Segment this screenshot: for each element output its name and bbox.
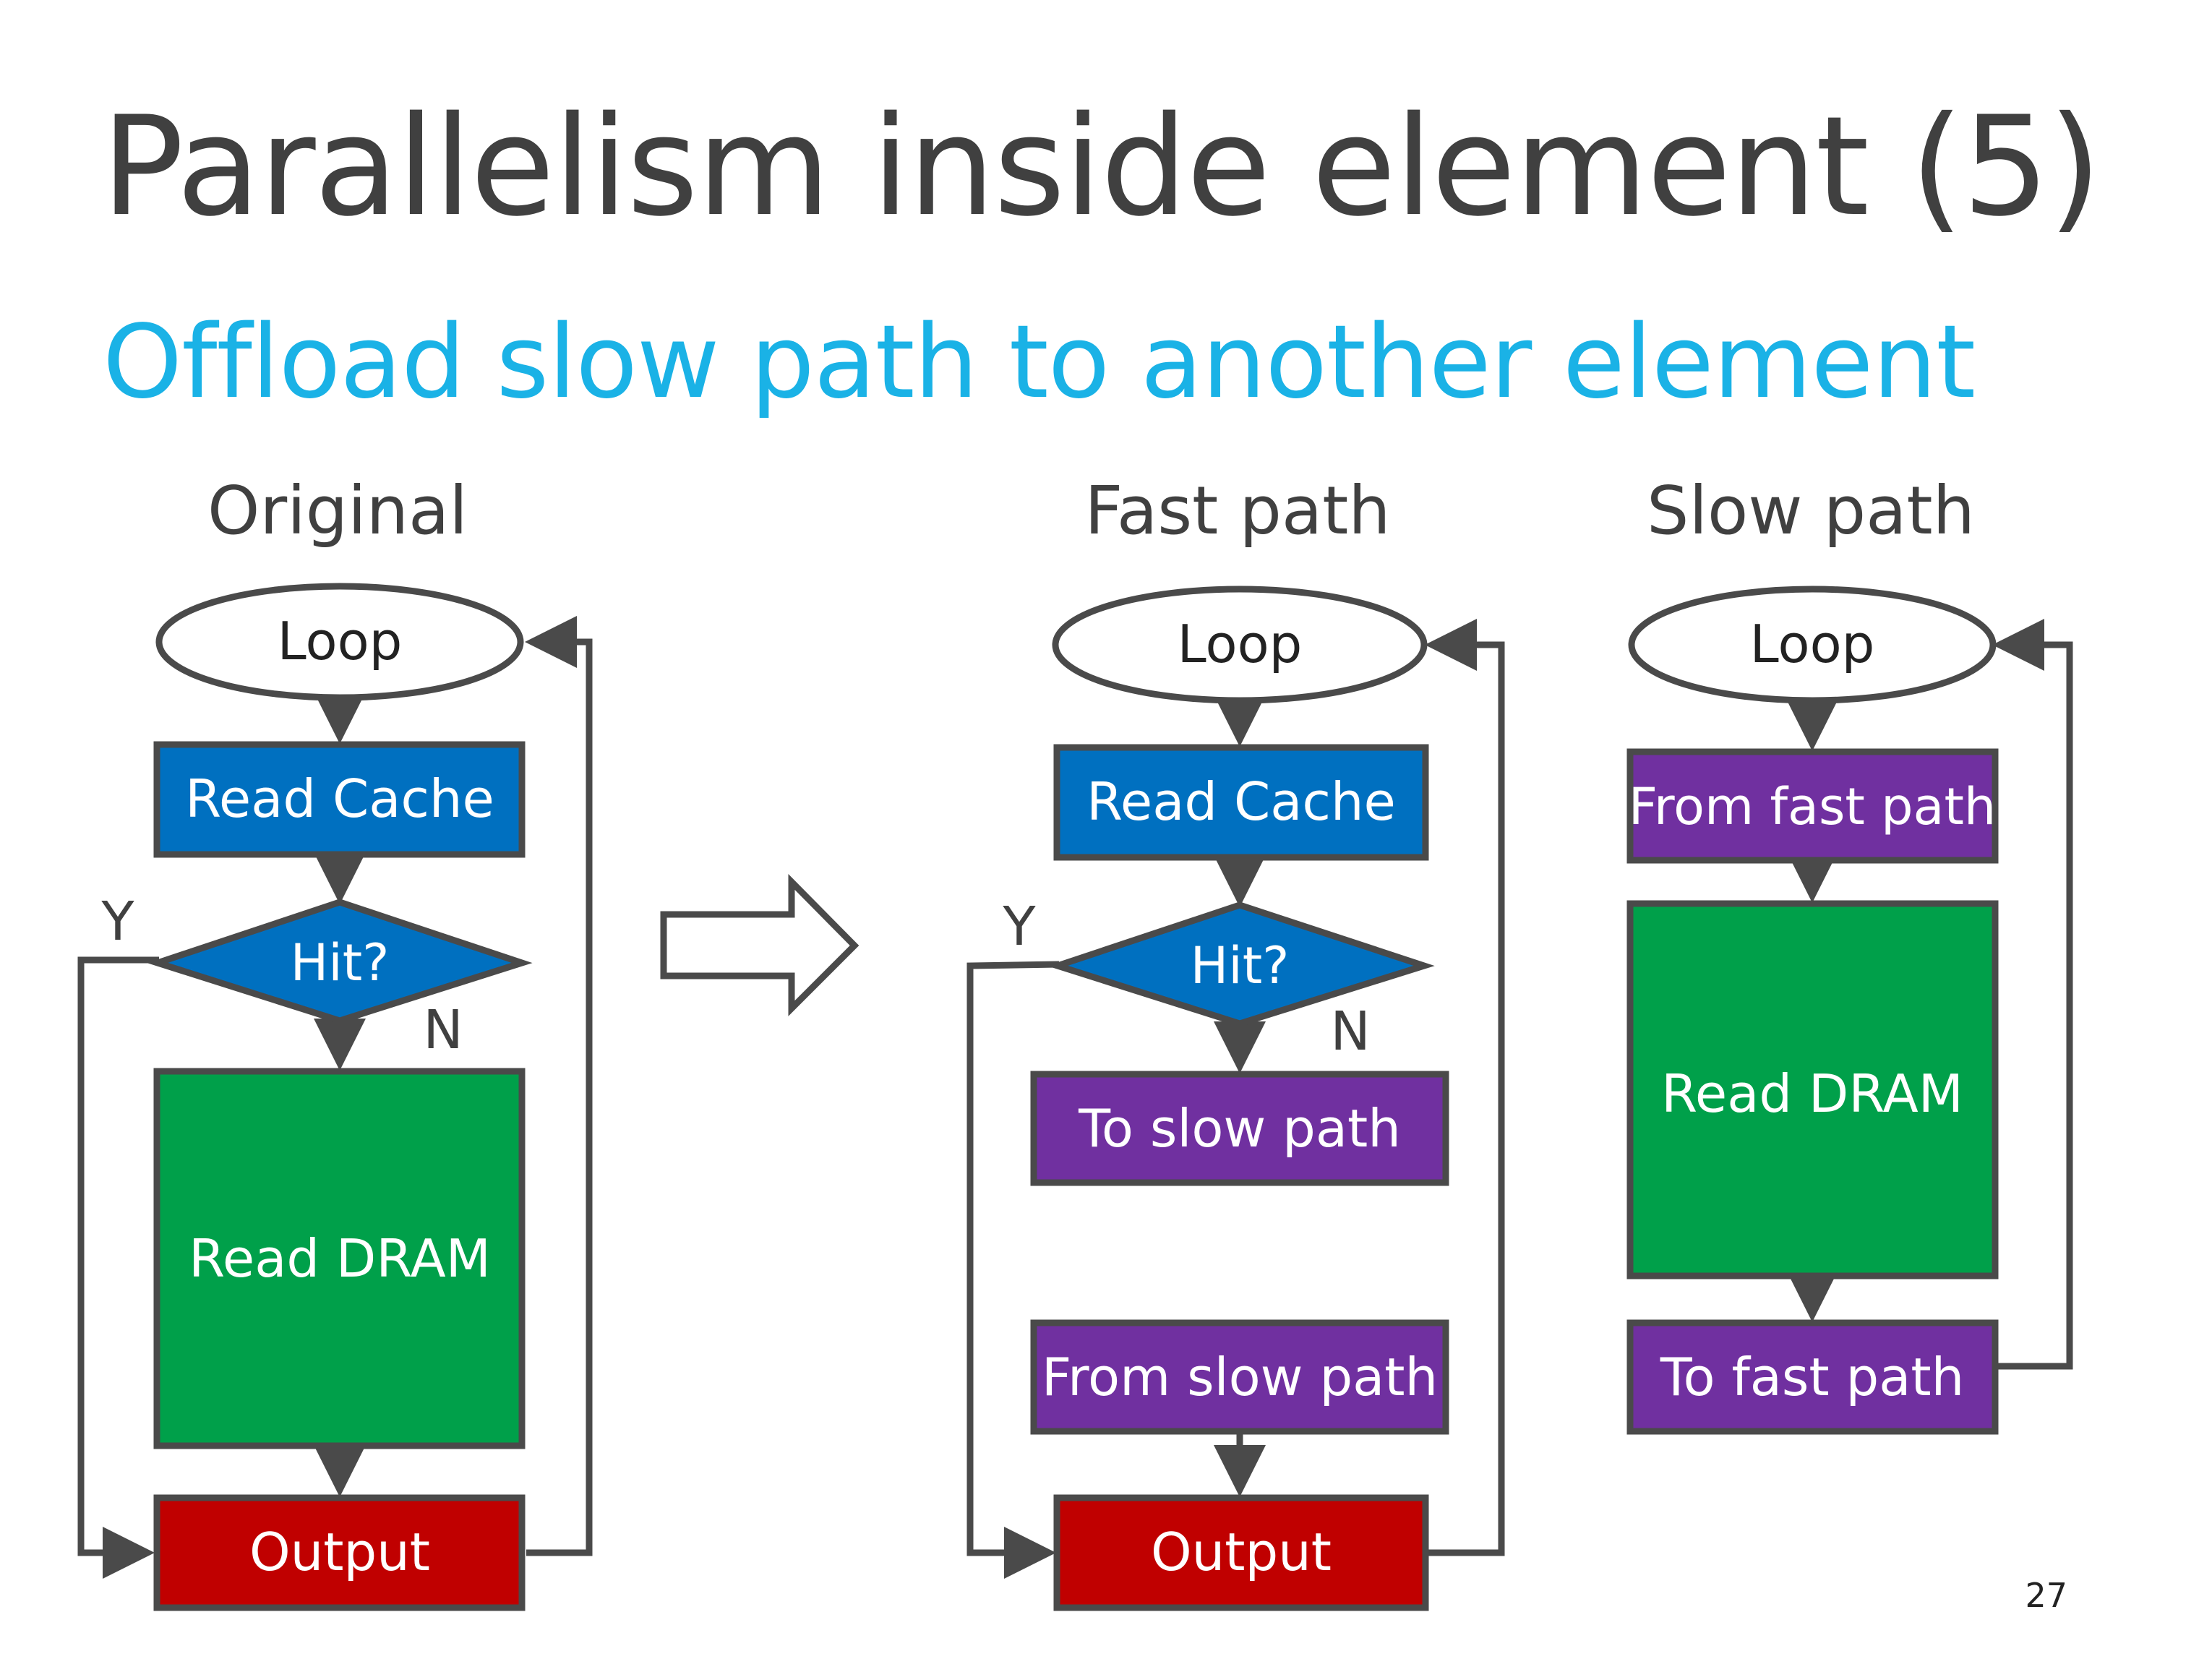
- original-output-box: [153, 1494, 526, 1611]
- fast-path-to-slow-box: [1030, 1071, 1449, 1186]
- original-output-label: Output: [249, 1522, 430, 1582]
- fast-path-output-box: [1053, 1494, 1429, 1611]
- fast-path-connectors: [966, 619, 1505, 1579]
- connector-loop-back: [1992, 619, 2073, 1370]
- original-read-cache-box: [153, 741, 526, 858]
- connector-loop-back: [525, 616, 593, 1556]
- original-loop-node: [155, 583, 524, 701]
- fast-path-output-label: Output: [1151, 1522, 1332, 1582]
- slide-subtitle: Offload slow path to another element: [103, 304, 1976, 421]
- slow-path-connectors: [1786, 619, 2073, 1370]
- original-heading: Original: [207, 472, 468, 549]
- fast-path-yes-label: Y: [1002, 896, 1036, 958]
- fast-path-heading: Fast path: [1084, 472, 1390, 549]
- original-flowchart: Original Loop Read Cache Hit? Y N Read D…: [77, 472, 593, 1611]
- original-yes-label: Y: [100, 891, 134, 953]
- connector-loop-back: [1425, 619, 1505, 1556]
- page-number: 27: [2025, 1576, 2067, 1615]
- original-read-dram-box: [153, 1068, 526, 1449]
- slide-title: Parallelism inside element (5): [101, 87, 2101, 247]
- fast-path-flowchart: Fast path Loop Read Cache Hit? Y N To sl…: [966, 472, 1505, 1611]
- connector-yes-bypass: [966, 961, 1060, 1579]
- slow-path-flowchart: Slow path Loop From fast path Read DRAM …: [1626, 472, 2073, 1435]
- slow-path-to-fast-label: To fast path: [1660, 1347, 1964, 1407]
- connector-yes-bypass: [77, 956, 159, 1579]
- original-no-label: N: [423, 999, 463, 1061]
- slow-path-heading: Slow path: [1647, 472, 1975, 549]
- fast-path-read-cache-label: Read Cache: [1086, 771, 1396, 832]
- original-hit-label: Hit?: [291, 933, 390, 993]
- original-loop-label: Loop: [278, 611, 403, 672]
- slow-path-loop-node: [1628, 586, 1997, 704]
- fast-path-to-slow-label: To slow path: [1078, 1098, 1401, 1159]
- fast-path-no-label: N: [1330, 1000, 1370, 1063]
- fast-path-hit-label: Hit?: [1191, 936, 1290, 995]
- slow-path-read-dram-box: [1626, 900, 1999, 1279]
- fast-path-from-slow-box: [1030, 1319, 1449, 1435]
- fast-path-hit-decision: [1047, 901, 1435, 1027]
- original-read-cache-label: Read Cache: [185, 768, 494, 829]
- original-connectors: [77, 616, 593, 1579]
- fast-path-from-slow-label: From slow path: [1042, 1347, 1438, 1407]
- fast-path-loop-label: Loop: [1178, 614, 1303, 674]
- slow-path-from-fast-box: [1626, 748, 1999, 864]
- original-read-dram-label: Read DRAM: [189, 1228, 491, 1289]
- slow-path-read-dram-label: Read DRAM: [1661, 1063, 1963, 1124]
- transform-arrow-icon: [660, 874, 859, 1016]
- slow-path-to-fast-box: [1626, 1319, 1999, 1435]
- original-hit-decision: [147, 899, 533, 1024]
- fast-path-read-cache-box: [1053, 744, 1429, 861]
- fast-path-loop-node: [1052, 586, 1428, 704]
- slow-path-loop-label: Loop: [1750, 614, 1875, 674]
- slow-path-from-fast-label: From fast path: [1629, 777, 1997, 836]
